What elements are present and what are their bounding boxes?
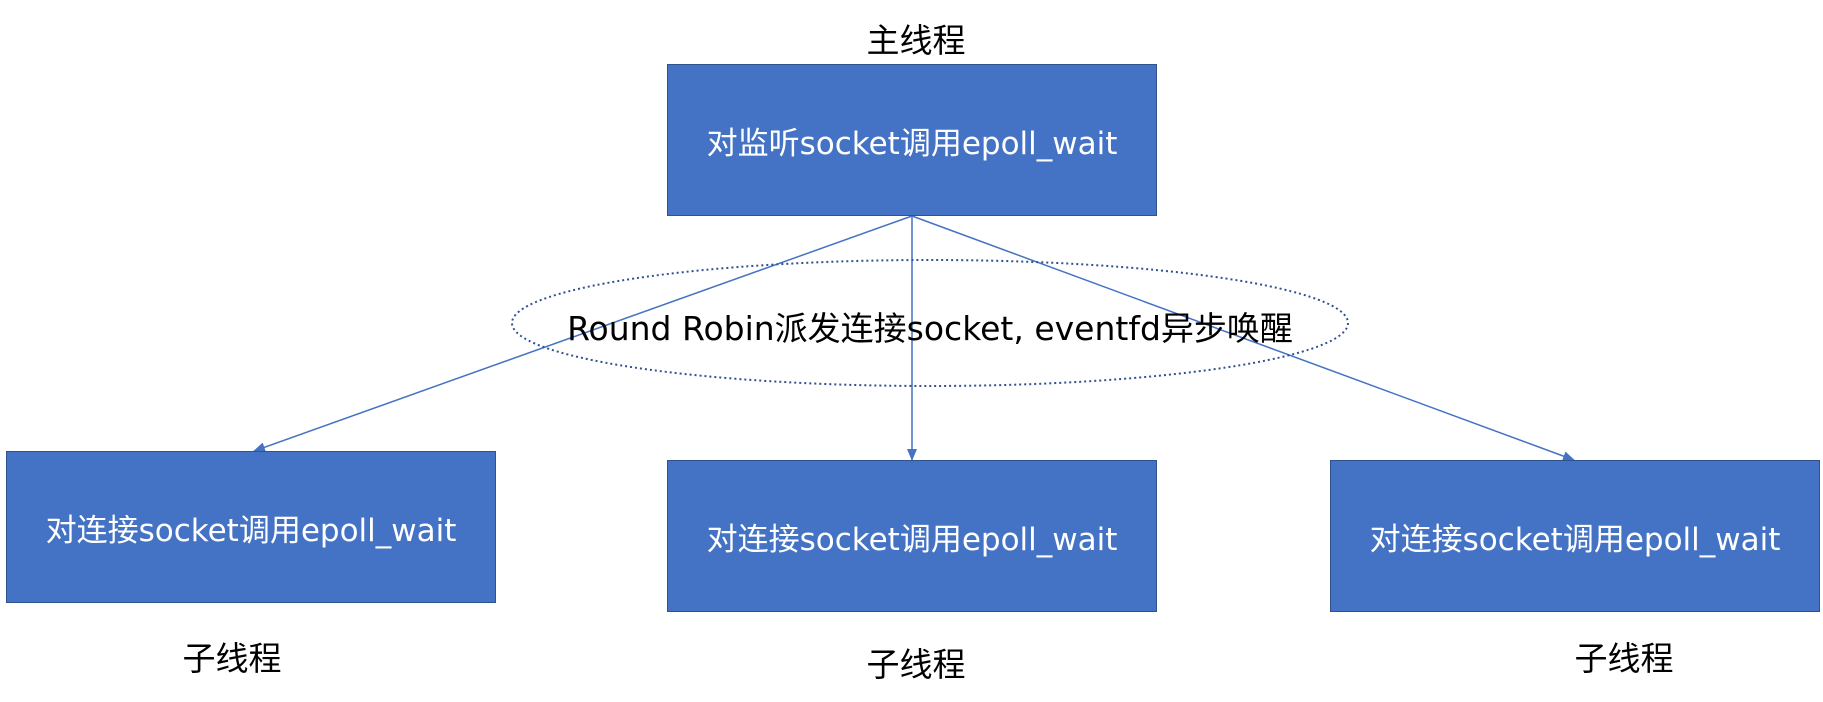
arrow-to-left-sub-thread	[253, 215, 913, 453]
dispatch-ellipse	[511, 259, 1349, 387]
sub-thread-box-right: 对连接socket调用epoll_wait	[1330, 460, 1820, 612]
sub-thread-box-middle: 对连接socket调用epoll_wait	[667, 460, 1157, 612]
sub-thread-box-left: 对连接socket调用epoll_wait	[6, 451, 496, 603]
sub-thread-label-left: 子线程	[182, 639, 282, 678]
arrow-to-right-sub-thread	[911, 215, 1575, 461]
dispatch-label: Round Robin派发连接socket, eventfd异步唤醒	[567, 309, 1293, 348]
sub-thread-box-text: 对连接socket调用epoll_wait	[1369, 521, 1781, 558]
sub-thread-box-text: 对连接socket调用epoll_wait	[706, 521, 1118, 558]
main-thread-label: 主线程	[866, 21, 966, 60]
sub-thread-label-right: 子线程	[1574, 639, 1674, 678]
main-thread-box-text: 对监听socket调用epoll_wait	[706, 125, 1118, 162]
main-thread-box: 对监听socket调用epoll_wait	[667, 64, 1157, 216]
sub-thread-label-middle: 子线程	[866, 645, 966, 684]
sub-thread-box-text: 对连接socket调用epoll_wait	[45, 512, 457, 549]
